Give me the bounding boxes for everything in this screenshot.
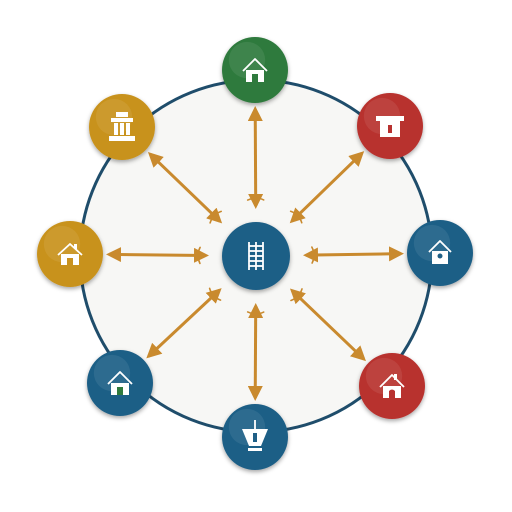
nodes bbox=[37, 37, 473, 470]
connector-top-right bbox=[289, 151, 365, 224]
flourish-top-right bbox=[289, 210, 303, 224]
connector-top-left bbox=[147, 151, 223, 224]
flourish-top-left bbox=[209, 210, 223, 224]
hub-node bbox=[222, 222, 290, 290]
lantern-icon bbox=[242, 420, 268, 451]
node-bottom bbox=[222, 404, 288, 470]
cottage-icon bbox=[57, 243, 83, 265]
ladder-building-icon bbox=[248, 242, 264, 270]
flourish-right bbox=[311, 246, 315, 264]
flourish-bottom-left bbox=[208, 287, 222, 301]
flourish-bottom bbox=[246, 311, 265, 315]
temple-icon bbox=[109, 112, 135, 141]
node-bottom-right bbox=[359, 353, 425, 419]
flourish-left bbox=[197, 246, 201, 265]
connector-bottom-left bbox=[146, 288, 222, 359]
connector-left bbox=[105, 247, 210, 263]
flourish-top bbox=[246, 197, 265, 201]
node-top-left bbox=[89, 94, 155, 160]
connector-right bbox=[302, 246, 405, 263]
node-top-right bbox=[357, 93, 423, 159]
box-house-icon bbox=[376, 116, 404, 137]
node-bottom-left bbox=[87, 350, 153, 416]
node-right bbox=[407, 220, 473, 286]
flourish-bottom-right bbox=[290, 288, 303, 302]
house-icon bbox=[242, 58, 268, 82]
house-icon bbox=[107, 371, 133, 395]
connectors bbox=[105, 105, 405, 402]
connector-bottom bbox=[247, 302, 264, 402]
node-left bbox=[37, 221, 103, 287]
node-top bbox=[222, 37, 288, 103]
connector-bottom-right bbox=[289, 288, 366, 362]
house-arch-door-icon bbox=[379, 374, 405, 398]
connector-top bbox=[247, 105, 264, 210]
birdhouse-icon bbox=[428, 240, 452, 264]
